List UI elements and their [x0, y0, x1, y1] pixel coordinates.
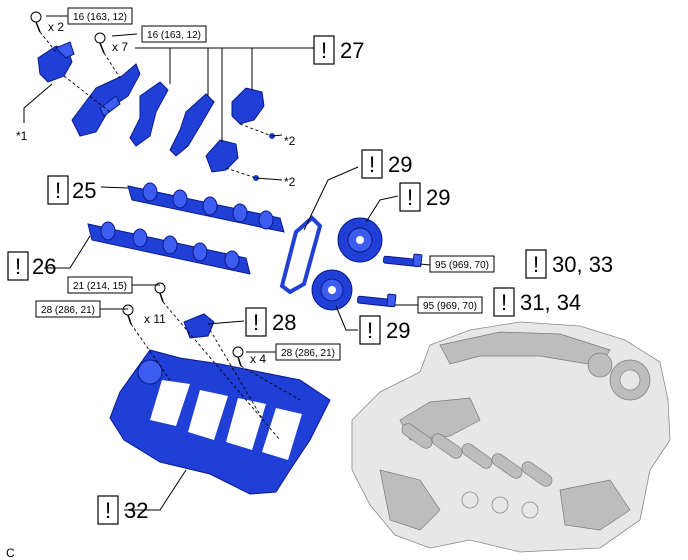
callout-26: ! 26: [7, 251, 56, 281]
quantity-x11: x 11: [144, 312, 166, 326]
svg-text:29: 29: [426, 185, 450, 210]
bolt-icon: [154, 282, 166, 303]
engine-injector-tubes: [401, 423, 553, 487]
torque-label-4: 28 (286, 21): [35, 300, 101, 318]
torque-label-7: 95 (969, 70): [417, 296, 483, 314]
callout-25: ! 25: [47, 175, 96, 205]
svg-text:!: !: [55, 178, 61, 203]
svg-text:27: 27: [340, 38, 364, 63]
assembly-guide-lines: [39, 31, 301, 441]
camshaft-timing-gear-lower: [311, 269, 353, 311]
svg-text:!: !: [105, 498, 111, 523]
svg-text:30, 33: 30, 33: [552, 252, 613, 277]
cam-housing-32: [109, 349, 331, 495]
svg-text:95 (969, 70): 95 (969, 70): [423, 301, 477, 312]
callout-28: ! 28: [245, 307, 296, 337]
camshaft-bearing-cap-1: [71, 63, 141, 137]
quantity-x2: x 2: [48, 20, 64, 34]
leader-lines: [23, 15, 431, 511]
quantity-labels: x 2 x 7 x 11 x 4: [48, 20, 266, 366]
callout-30-33: ! 30, 33: [525, 249, 613, 279]
camshaft-bearing-cap-3: [169, 93, 215, 157]
note-star-1: *1: [16, 129, 28, 143]
quantity-x4: x 4: [250, 352, 266, 366]
torque-label-3: 21 (214, 15): [67, 276, 133, 294]
timing-chain: [279, 215, 323, 295]
bolt-icon: [253, 175, 259, 181]
gear-bolt-upper: [382, 253, 423, 268]
svg-text:29: 29: [388, 152, 412, 177]
callout-31-34: ! 31, 34: [493, 287, 581, 317]
svg-text:28: 28: [272, 310, 296, 335]
cam-housing-cover-part: [37, 41, 75, 83]
note-star-2a: *2: [284, 134, 296, 148]
svg-text:28 (286, 21): 28 (286, 21): [281, 348, 335, 359]
svg-text:!: !: [369, 152, 375, 177]
camshaft-bearing-cap-5: [231, 87, 265, 125]
svg-text:!: !: [533, 252, 539, 277]
oil-control-bracket-28: [183, 313, 215, 339]
svg-text:29: 29: [386, 318, 410, 343]
torque-label-2: 16 (163, 12): [141, 25, 207, 43]
bolt-icon: [30, 11, 42, 33]
bolt-icon: [122, 304, 134, 325]
svg-text:21 (214, 15): 21 (214, 15): [73, 281, 127, 292]
figure-code: C: [6, 546, 15, 560]
svg-text:!: !: [501, 290, 507, 315]
camshaft-25: [127, 182, 285, 233]
callout-29-top: ! 29: [361, 149, 412, 179]
callout-29-bottom: ! 29: [359, 315, 410, 345]
svg-text:!: !: [321, 38, 327, 63]
camshaft-timing-gear-upper: [337, 217, 383, 263]
svg-text:25: 25: [72, 178, 96, 203]
bolt-icon: [94, 32, 106, 54]
svg-text:32: 32: [124, 498, 148, 523]
svg-text:!: !: [253, 310, 259, 335]
camshaft-bearing-cap-4: [205, 139, 239, 173]
torque-label-5: 28 (286, 21): [275, 343, 341, 361]
callout-27: ! 27: [313, 35, 364, 65]
camshaft-bearing-cap-2: [129, 81, 169, 147]
torque-label-6: 95 (969, 70): [429, 255, 495, 273]
camshaft-26: [87, 221, 251, 275]
note-star-2b: *2: [284, 175, 296, 189]
svg-text:31, 34: 31, 34: [520, 290, 581, 315]
svg-text:28 (286, 21): 28 (286, 21): [41, 305, 95, 316]
svg-text:16 (163, 12): 16 (163, 12): [73, 12, 127, 23]
svg-text:!: !: [367, 318, 373, 343]
callout-29-middle: ! 29: [399, 182, 450, 212]
bolt-icon: [232, 346, 244, 367]
svg-text:26: 26: [32, 254, 56, 279]
callout-32: ! 32: [97, 495, 148, 525]
quantity-x7: x 7: [112, 40, 128, 54]
gear-bolt-lower: [356, 293, 397, 308]
svg-text:95 (969, 70): 95 (969, 70): [435, 260, 489, 271]
svg-text:!: !: [15, 254, 21, 279]
note-labels: *1 *2 *2 C: [6, 129, 296, 560]
svg-text:16 (163, 12): 16 (163, 12): [147, 30, 201, 41]
svg-text:!: !: [407, 185, 413, 210]
engine-assembly-illustration: [351, 321, 671, 553]
torque-label-1: 16 (163, 12): [67, 7, 133, 25]
